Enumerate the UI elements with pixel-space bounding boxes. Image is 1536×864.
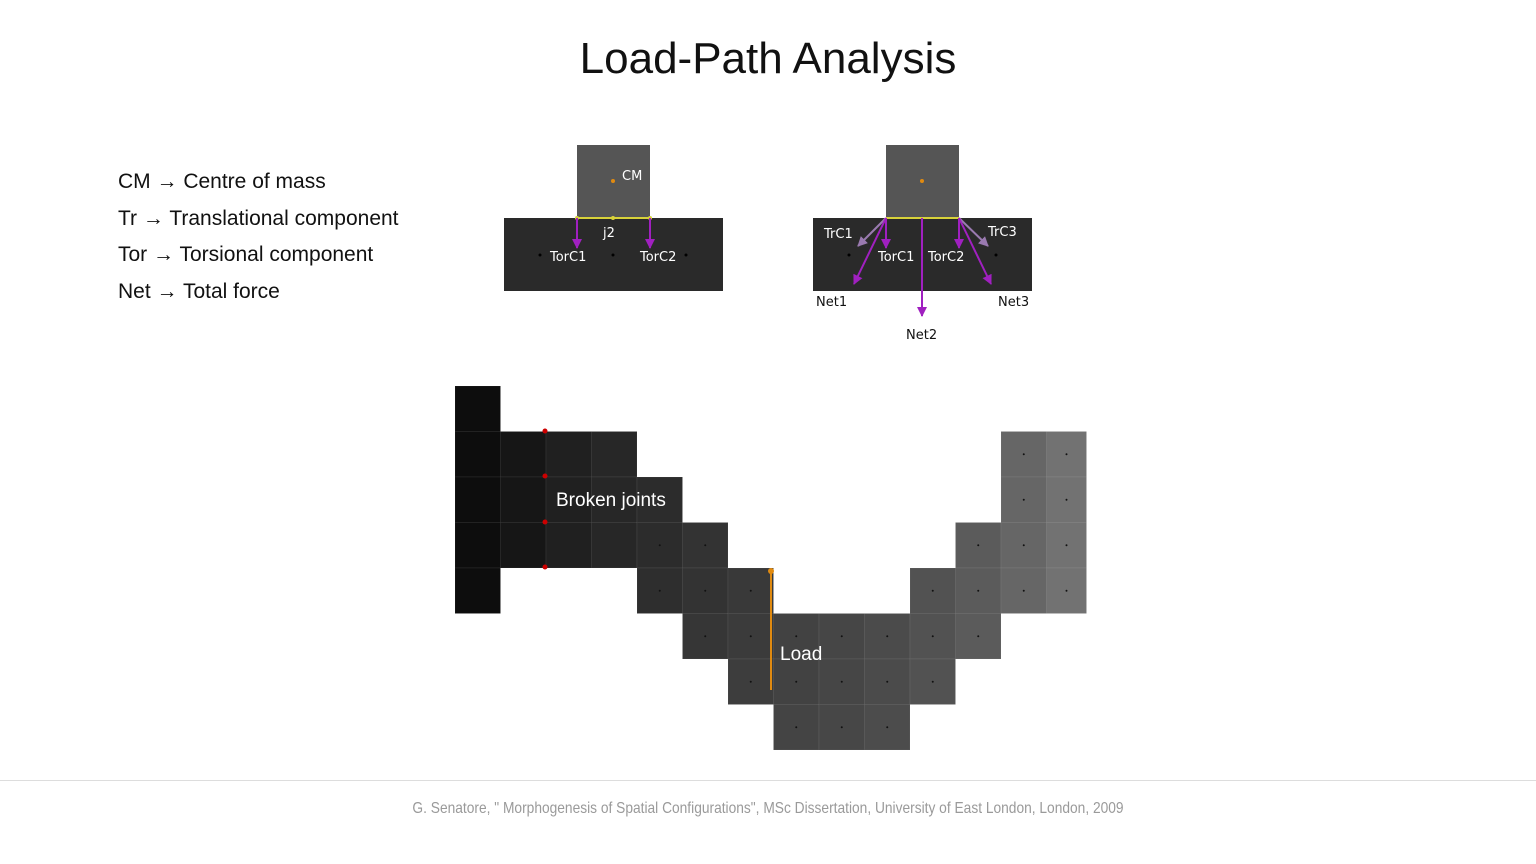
cell-center-dot bbox=[1065, 544, 1068, 547]
label-j1: j1 bbox=[558, 203, 571, 218]
block-cell bbox=[454, 522, 501, 569]
label-net1: Net1 bbox=[816, 295, 847, 310]
cm-point bbox=[920, 179, 924, 183]
cell-center-dot bbox=[658, 498, 661, 501]
cell-center-dot bbox=[795, 680, 798, 683]
legend-item-tr: Tr → Translational component bbox=[118, 206, 399, 230]
block-cell bbox=[591, 522, 638, 569]
legend-item-tor: Tor → Torsional component bbox=[118, 243, 374, 267]
dot bbox=[538, 253, 542, 257]
broken-joint-1 bbox=[542, 428, 548, 434]
joint-point-j2 bbox=[611, 216, 615, 220]
cell-center-dot bbox=[977, 544, 980, 547]
label-j3: j3 bbox=[655, 203, 668, 218]
cell-center-dot bbox=[931, 680, 934, 683]
label-load: Load bbox=[780, 644, 822, 665]
cell-center-dot bbox=[840, 726, 843, 729]
broken-joint-2 bbox=[542, 473, 548, 479]
legend: CM → Centre of mass Tr → Translational c… bbox=[118, 168, 399, 314]
cell-center-dot bbox=[1065, 498, 1068, 501]
cell-center-dot bbox=[795, 635, 798, 638]
label-trc1: TrC1 bbox=[823, 227, 853, 242]
label-cm: CM bbox=[622, 169, 642, 184]
cell-center-dot bbox=[658, 544, 661, 547]
label-torc1: TorC1 bbox=[877, 250, 914, 265]
label-broken-joints: Broken joints bbox=[556, 490, 666, 511]
tr-arrow-1 bbox=[857, 217, 887, 247]
cell-center-dot bbox=[840, 680, 843, 683]
dot bbox=[847, 253, 851, 257]
cell-center-dot bbox=[749, 680, 752, 683]
block-cell bbox=[454, 385, 501, 432]
net-arrow-3 bbox=[958, 217, 992, 285]
dot bbox=[994, 253, 998, 257]
broken-joint-4 bbox=[542, 564, 548, 570]
label-net3: Net3 bbox=[998, 295, 1029, 310]
citation: G. Senatore, " Morphogenesis of Spatial … bbox=[412, 800, 1124, 817]
cell-center-dot bbox=[749, 635, 752, 638]
block-cell bbox=[454, 476, 501, 523]
block-cell bbox=[500, 476, 547, 523]
cell-center-dot bbox=[749, 589, 752, 592]
cell-center-dot bbox=[931, 589, 934, 592]
label-torc2: TorC2 bbox=[639, 250, 676, 265]
cell-center-dot bbox=[977, 635, 980, 638]
block-cell bbox=[955, 613, 1002, 660]
block-cell bbox=[545, 476, 592, 523]
load-point bbox=[768, 568, 774, 574]
block-cell bbox=[500, 522, 547, 569]
block-cell bbox=[818, 613, 865, 660]
dot bbox=[684, 253, 688, 257]
cell-center-dot bbox=[977, 589, 980, 592]
cm-point bbox=[611, 179, 615, 183]
cell-center-dot bbox=[1022, 544, 1025, 547]
diagram-net-forces: TrC1 TrC3 TorC1 TorC2 Net1 Net2 Net3 bbox=[813, 145, 1032, 343]
cell-center-dot bbox=[704, 635, 707, 638]
label-torc1: TorC1 bbox=[549, 250, 586, 265]
block-cell bbox=[454, 567, 501, 614]
net-arrow-1 bbox=[853, 217, 887, 285]
dot bbox=[611, 253, 615, 257]
cell-center-dot bbox=[886, 635, 889, 638]
block-cell bbox=[500, 431, 547, 478]
block-cell bbox=[545, 431, 592, 478]
legend-item-cm: CM → Centre of mass bbox=[118, 170, 326, 193]
diagram-joint-torsion: CM j1 j2 j3 TorC1 TorC2 bbox=[504, 145, 723, 291]
cell-center-dot bbox=[1022, 498, 1025, 501]
cell-center-dot bbox=[795, 726, 798, 729]
block-structure bbox=[454, 385, 1087, 751]
broken-joint-3 bbox=[542, 519, 548, 525]
page-title: Load-Path Analysis bbox=[579, 34, 957, 83]
block-cell bbox=[591, 431, 638, 478]
legend-item-net: Net → Total force bbox=[118, 279, 280, 303]
tr-arrow-3 bbox=[958, 217, 989, 247]
label-trc3: TrC3 bbox=[987, 225, 1017, 240]
cell-center-dot bbox=[886, 726, 889, 729]
label-net2: Net2 bbox=[906, 328, 937, 343]
cell-center-dot bbox=[1065, 453, 1068, 456]
cell-center-dot bbox=[1065, 589, 1068, 592]
label-j2: j2 bbox=[602, 226, 615, 241]
block-cell bbox=[454, 431, 501, 478]
cell-center-dot bbox=[886, 680, 889, 683]
cell-center-dot bbox=[658, 589, 661, 592]
block-cell bbox=[545, 522, 592, 569]
cell-center-dot bbox=[931, 635, 934, 638]
cell-center-dot bbox=[704, 589, 707, 592]
cell-center-dot bbox=[1022, 589, 1025, 592]
label-torc2: TorC2 bbox=[927, 250, 964, 265]
cell-center-dot bbox=[704, 544, 707, 547]
structure-annotations: Broken joints Load bbox=[542, 428, 822, 690]
cell-center-dot bbox=[1022, 453, 1025, 456]
footer-divider bbox=[0, 780, 1536, 781]
cell-center-dot bbox=[840, 635, 843, 638]
